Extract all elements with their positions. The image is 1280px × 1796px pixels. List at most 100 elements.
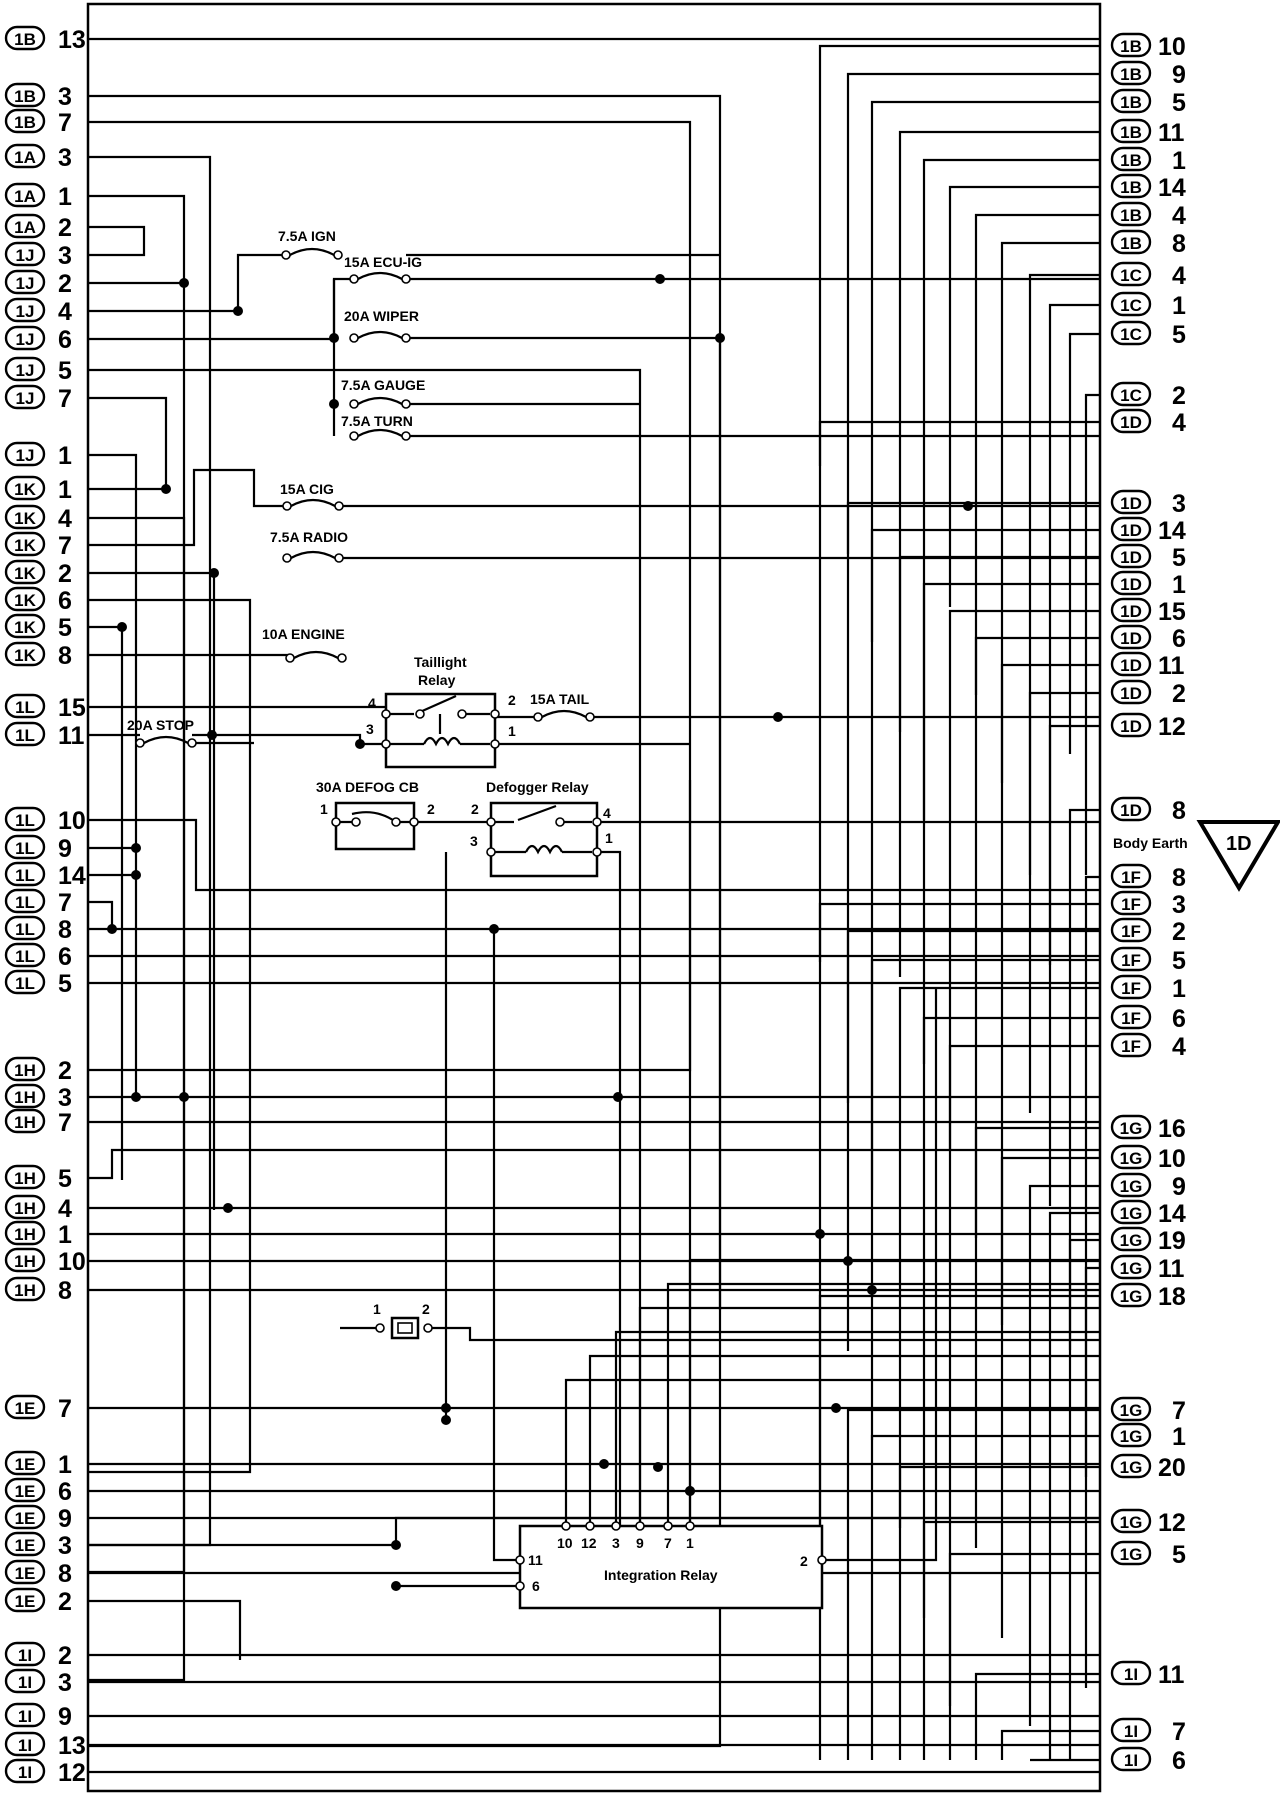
- right-connector-pin: 5: [1172, 321, 1186, 349]
- left-connector-id: 1H: [14, 1281, 36, 1300]
- left-connector-id: 1L: [15, 698, 35, 717]
- left-connector-pin: 2: [58, 1642, 72, 1670]
- connector-badge-icon: [1110, 1453, 1152, 1479]
- left-connector-pin: 2: [58, 1057, 72, 1085]
- fuse-link-icon: [289, 247, 335, 256]
- wire: [1028, 691, 1100, 1113]
- wire: [1000, 1729, 1100, 1760]
- left-connector-id: 1E: [15, 1399, 36, 1418]
- right-connector-id: 1G: [1120, 1513, 1143, 1532]
- connector-badge-icon: [1110, 146, 1152, 172]
- fuse-terminal-icon: [533, 712, 543, 722]
- defog-circuit-breaker: 30A DEFOG CB 1 2: [316, 779, 435, 851]
- defogger-relay-pin-3: 3: [470, 833, 478, 849]
- fuse-terminal-icon: [285, 653, 295, 663]
- connector-badge-icon: [4, 834, 46, 860]
- right-connector-id: 1D: [1120, 494, 1142, 513]
- right-connector-id: 1F: [1121, 1037, 1141, 1056]
- wire: [1068, 1238, 1100, 1760]
- left-connector-id: 1H: [14, 1088, 36, 1107]
- wire: [1000, 1156, 1100, 1638]
- junction-dot: [653, 1462, 663, 1472]
- right-connector-pin: 2: [1172, 382, 1186, 410]
- connector-badge-icon: [4, 325, 46, 351]
- left-connector-pin: 3: [58, 1669, 72, 1697]
- right-connector-pin: 12: [1158, 713, 1186, 741]
- fuse-terminal-icon: [187, 738, 197, 748]
- left-connector-id: 1J: [16, 246, 35, 265]
- left-connector-pin: 4: [58, 1195, 72, 1223]
- fuse-label: 20A WIPER: [344, 308, 419, 324]
- defogger-relay-pin-2: 2: [471, 801, 479, 817]
- connector-badge-icon: [1110, 229, 1152, 255]
- wire: [1048, 1211, 1100, 1760]
- right-connector-pin: 2: [1172, 680, 1186, 708]
- defogger-relay: Defogger Relay 2 4 3 1: [470, 779, 613, 878]
- left-connector-id: 1J: [16, 274, 35, 293]
- connector-badge-icon: [4, 559, 46, 585]
- connector-badge-icon: [1110, 1172, 1152, 1198]
- right-connector-pin: 1: [1172, 147, 1186, 175]
- connector-badge-icon: [4, 241, 46, 267]
- integration-relay-pin-icon: [585, 1521, 595, 1531]
- fuse-label: 7.5A RADIO: [270, 529, 348, 545]
- right-connector-id: 1D: [1120, 575, 1142, 594]
- fuse-link-icon: [541, 709, 587, 718]
- wire: [564, 1378, 1100, 1526]
- left-connector-pin: 15: [58, 694, 86, 722]
- wire: [1068, 808, 1100, 1350]
- fuse-link-icon: [143, 735, 189, 744]
- left-connector-id: 1K: [14, 591, 36, 610]
- connector-badge-icon: [4, 108, 46, 134]
- left-connector-pin: 3: [58, 144, 72, 172]
- junction-dot: [613, 1092, 623, 1102]
- right-connector-id: 1B: [1120, 206, 1142, 225]
- wire: [614, 1330, 1100, 1526]
- junction-layer: [107, 274, 973, 1591]
- right-connector-id: 1G: [1120, 1204, 1143, 1223]
- right-connector-pin: 9: [1172, 61, 1186, 89]
- right-connector-pin: 18: [1158, 1283, 1186, 1311]
- wire: [948, 609, 1100, 1151]
- left-connector-pin: 1: [58, 1451, 72, 1479]
- connector-badge-icon: [4, 888, 46, 914]
- left-connector-id: 1K: [14, 509, 36, 528]
- fuse-8: 15A TAIL: [530, 691, 595, 722]
- left-connector-pin: 8: [58, 1277, 72, 1305]
- wire: [1028, 1184, 1100, 1726]
- right-connector-pin: 4: [1172, 262, 1186, 290]
- left-connector-pin: 7: [58, 385, 72, 413]
- junction-dot: [815, 1229, 825, 1239]
- left-connector-pin: 3: [58, 1084, 72, 1112]
- wire: [88, 396, 168, 491]
- body-earth-label: Body Earth: [1113, 835, 1188, 851]
- wire: [822, 988, 938, 1562]
- right-connector-pin: 4: [1172, 1033, 1186, 1061]
- left-connector-pin: 2: [58, 560, 72, 588]
- connector-badge-icon: [4, 1056, 46, 1082]
- wire: [88, 155, 212, 1547]
- left-connector-pin: 1: [58, 476, 72, 504]
- inline-fuse-pin-1: 1: [373, 1301, 381, 1317]
- right-connector-id: 1D: [1120, 629, 1142, 648]
- right-connector-id: 1B: [1120, 151, 1142, 170]
- integration-relay-pin-icon: [635, 1521, 645, 1531]
- junction-dot: [209, 568, 219, 578]
- wire: [870, 100, 1100, 642]
- connector-badge-icon: [4, 1276, 46, 1302]
- left-connector-pin: 3: [58, 83, 72, 111]
